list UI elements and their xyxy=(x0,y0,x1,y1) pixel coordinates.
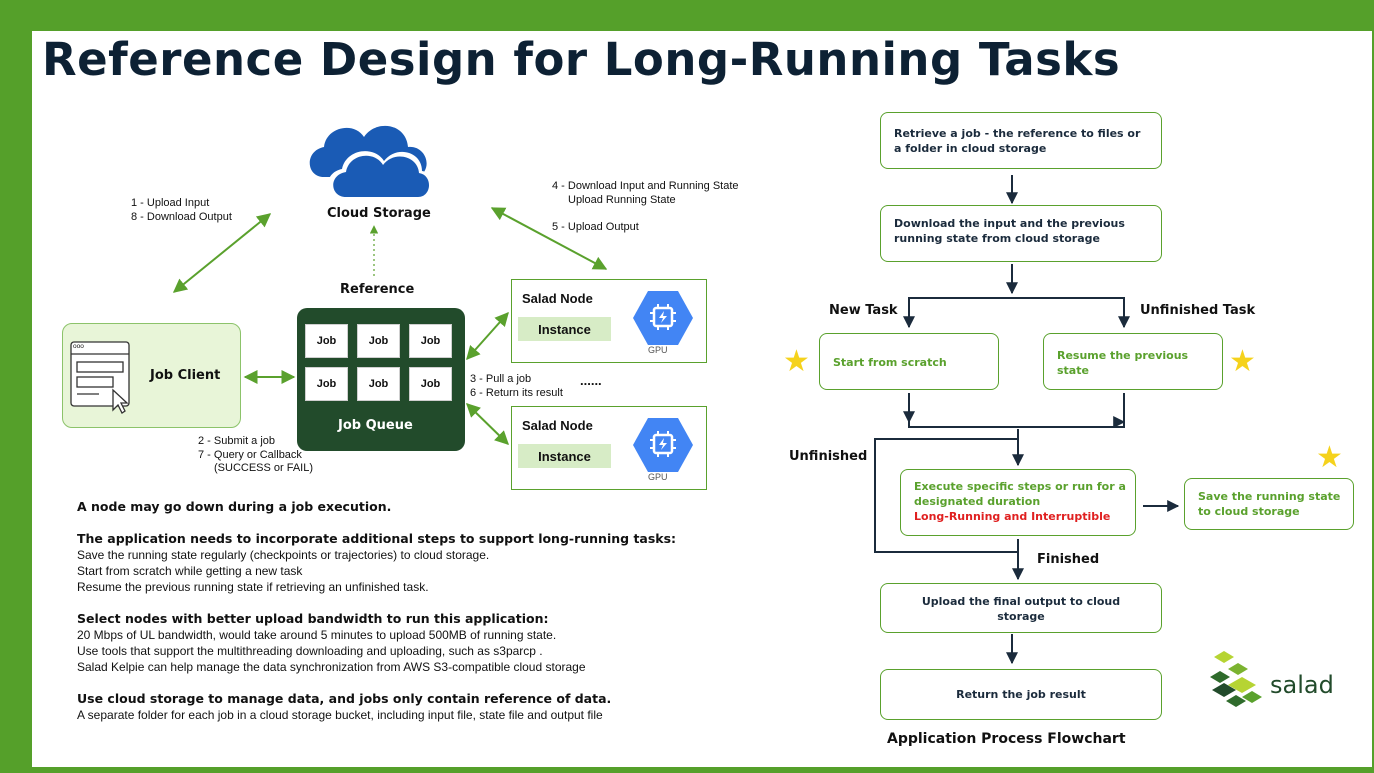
note-heading: Select nodes with better upload bandwidt… xyxy=(77,611,549,626)
job-cell: Job xyxy=(305,324,348,358)
node-title: Salad Node xyxy=(522,418,593,433)
unfinished-label: Unfinished xyxy=(789,449,868,464)
note-line: Start from scratch while getting a new t… xyxy=(77,564,303,578)
salad-logo-text: salad xyxy=(1270,671,1334,699)
job-client-label: Job Client xyxy=(150,368,221,383)
reference-label: Reference xyxy=(340,282,415,297)
step-5-label: 5 - Upload Output xyxy=(552,221,639,233)
step-4-label: 4 - Download Input and Running State xyxy=(552,180,739,192)
note-line: A separate folder for each job in a clou… xyxy=(77,708,603,722)
note-heading: The application needs to incorporate add… xyxy=(77,531,677,546)
note-line: Resume the previous running state if ret… xyxy=(77,580,429,594)
step-8-label: 8 - Download Output xyxy=(131,211,232,223)
unfinished-task-label: Unfinished Task xyxy=(1140,303,1256,318)
arrow-client-cloud xyxy=(172,213,272,293)
gpu-label: GPU xyxy=(648,472,668,482)
salad-logo-icon xyxy=(1210,651,1262,707)
note-line: Salad Kelpie can help manage the data sy… xyxy=(77,660,586,674)
cloud-storage-icon xyxy=(309,125,434,199)
step-7-label: 7 - Query or Callback xyxy=(198,449,302,461)
diagram-connectors xyxy=(172,175,1180,665)
note-line: Use tools that support the multithreadin… xyxy=(77,644,543,658)
step-2-label: 2 - Submit a job xyxy=(198,435,276,447)
star-icon: ★ xyxy=(1229,344,1256,379)
ellipsis: ...... xyxy=(580,373,602,388)
flow-download-input: Download the input and the previous runn… xyxy=(880,205,1162,262)
arrow-queue-node2 xyxy=(465,403,510,445)
gpu-icon xyxy=(633,418,693,472)
gpu-label: GPU xyxy=(648,345,668,355)
star-icon: ★ xyxy=(1316,440,1343,475)
execute-alert-text: Long-Running and Interruptible xyxy=(914,510,1111,523)
finished-label: Finished xyxy=(1037,552,1100,567)
instance-label: Instance xyxy=(518,317,611,341)
flow-save-state: Save the running state to cloud storage xyxy=(1184,478,1354,530)
gpu-icon xyxy=(633,291,693,345)
note-heading: A node may go down during a job executio… xyxy=(77,499,392,514)
instance-label: Instance xyxy=(518,444,611,468)
arrow-queue-node1 xyxy=(466,311,509,361)
node-title: Salad Node xyxy=(522,291,593,306)
client-window-icon xyxy=(70,341,130,414)
arrow-cloud-node xyxy=(490,207,608,270)
flowchart-caption: Application Process Flowchart xyxy=(887,731,1126,747)
step-3-label: 3 - Pull a job xyxy=(470,373,532,385)
job-cell: Job xyxy=(409,367,452,401)
note-line: 20 Mbps of UL bandwidth, would take arou… xyxy=(77,628,557,642)
flow-upload-final: Upload the final output to cloud storage xyxy=(880,583,1162,633)
flow-start-scratch: Start from scratch xyxy=(819,333,999,390)
notes: A node may go down during a job executio… xyxy=(77,499,676,723)
new-task-label: New Task xyxy=(829,303,898,318)
flow-return-result: Return the job result xyxy=(880,669,1162,720)
client-window-dots: ooo xyxy=(73,343,84,350)
note-heading: Use cloud storage to manage data, and jo… xyxy=(77,691,612,706)
salad-node: Salad Node Instance GPU xyxy=(511,279,707,363)
flow-resume-state: Resume the previous state xyxy=(1043,333,1223,390)
job-client-box: ooo Job Client xyxy=(62,323,241,428)
step-1-label: 1 - Upload Input xyxy=(131,197,210,209)
step-7b-label: (SUCCESS or FAIL) xyxy=(214,462,314,474)
step-6-label: 6 - Return its result xyxy=(470,387,563,399)
salad-node: Salad Node Instance GPU xyxy=(511,406,707,490)
job-cell: Job xyxy=(357,367,400,401)
execute-text: Execute specific steps or run for a desi… xyxy=(914,480,1126,508)
slide: Reference Design for Long-Running Tasks xyxy=(32,31,1372,767)
cloud-storage-label: Cloud Storage xyxy=(327,206,431,221)
flow-retrieve-job: Retrieve a job - the reference to files … xyxy=(880,112,1162,169)
star-icon: ★ xyxy=(783,344,810,379)
job-cell: Job xyxy=(357,324,400,358)
step-4b-label: Upload Running State xyxy=(568,194,676,206)
page-title: Reference Design for Long-Running Tasks xyxy=(42,33,1121,86)
job-queue-label: Job Queue xyxy=(338,418,413,433)
job-cell: Job xyxy=(305,367,348,401)
flow-execute-steps: Execute specific steps or run for a desi… xyxy=(900,469,1136,536)
job-queue-box: Job Job Job Job Job Job Job Queue xyxy=(297,308,465,451)
note-line: Save the running state regularly (checkp… xyxy=(77,548,490,562)
job-cell: Job xyxy=(409,324,452,358)
